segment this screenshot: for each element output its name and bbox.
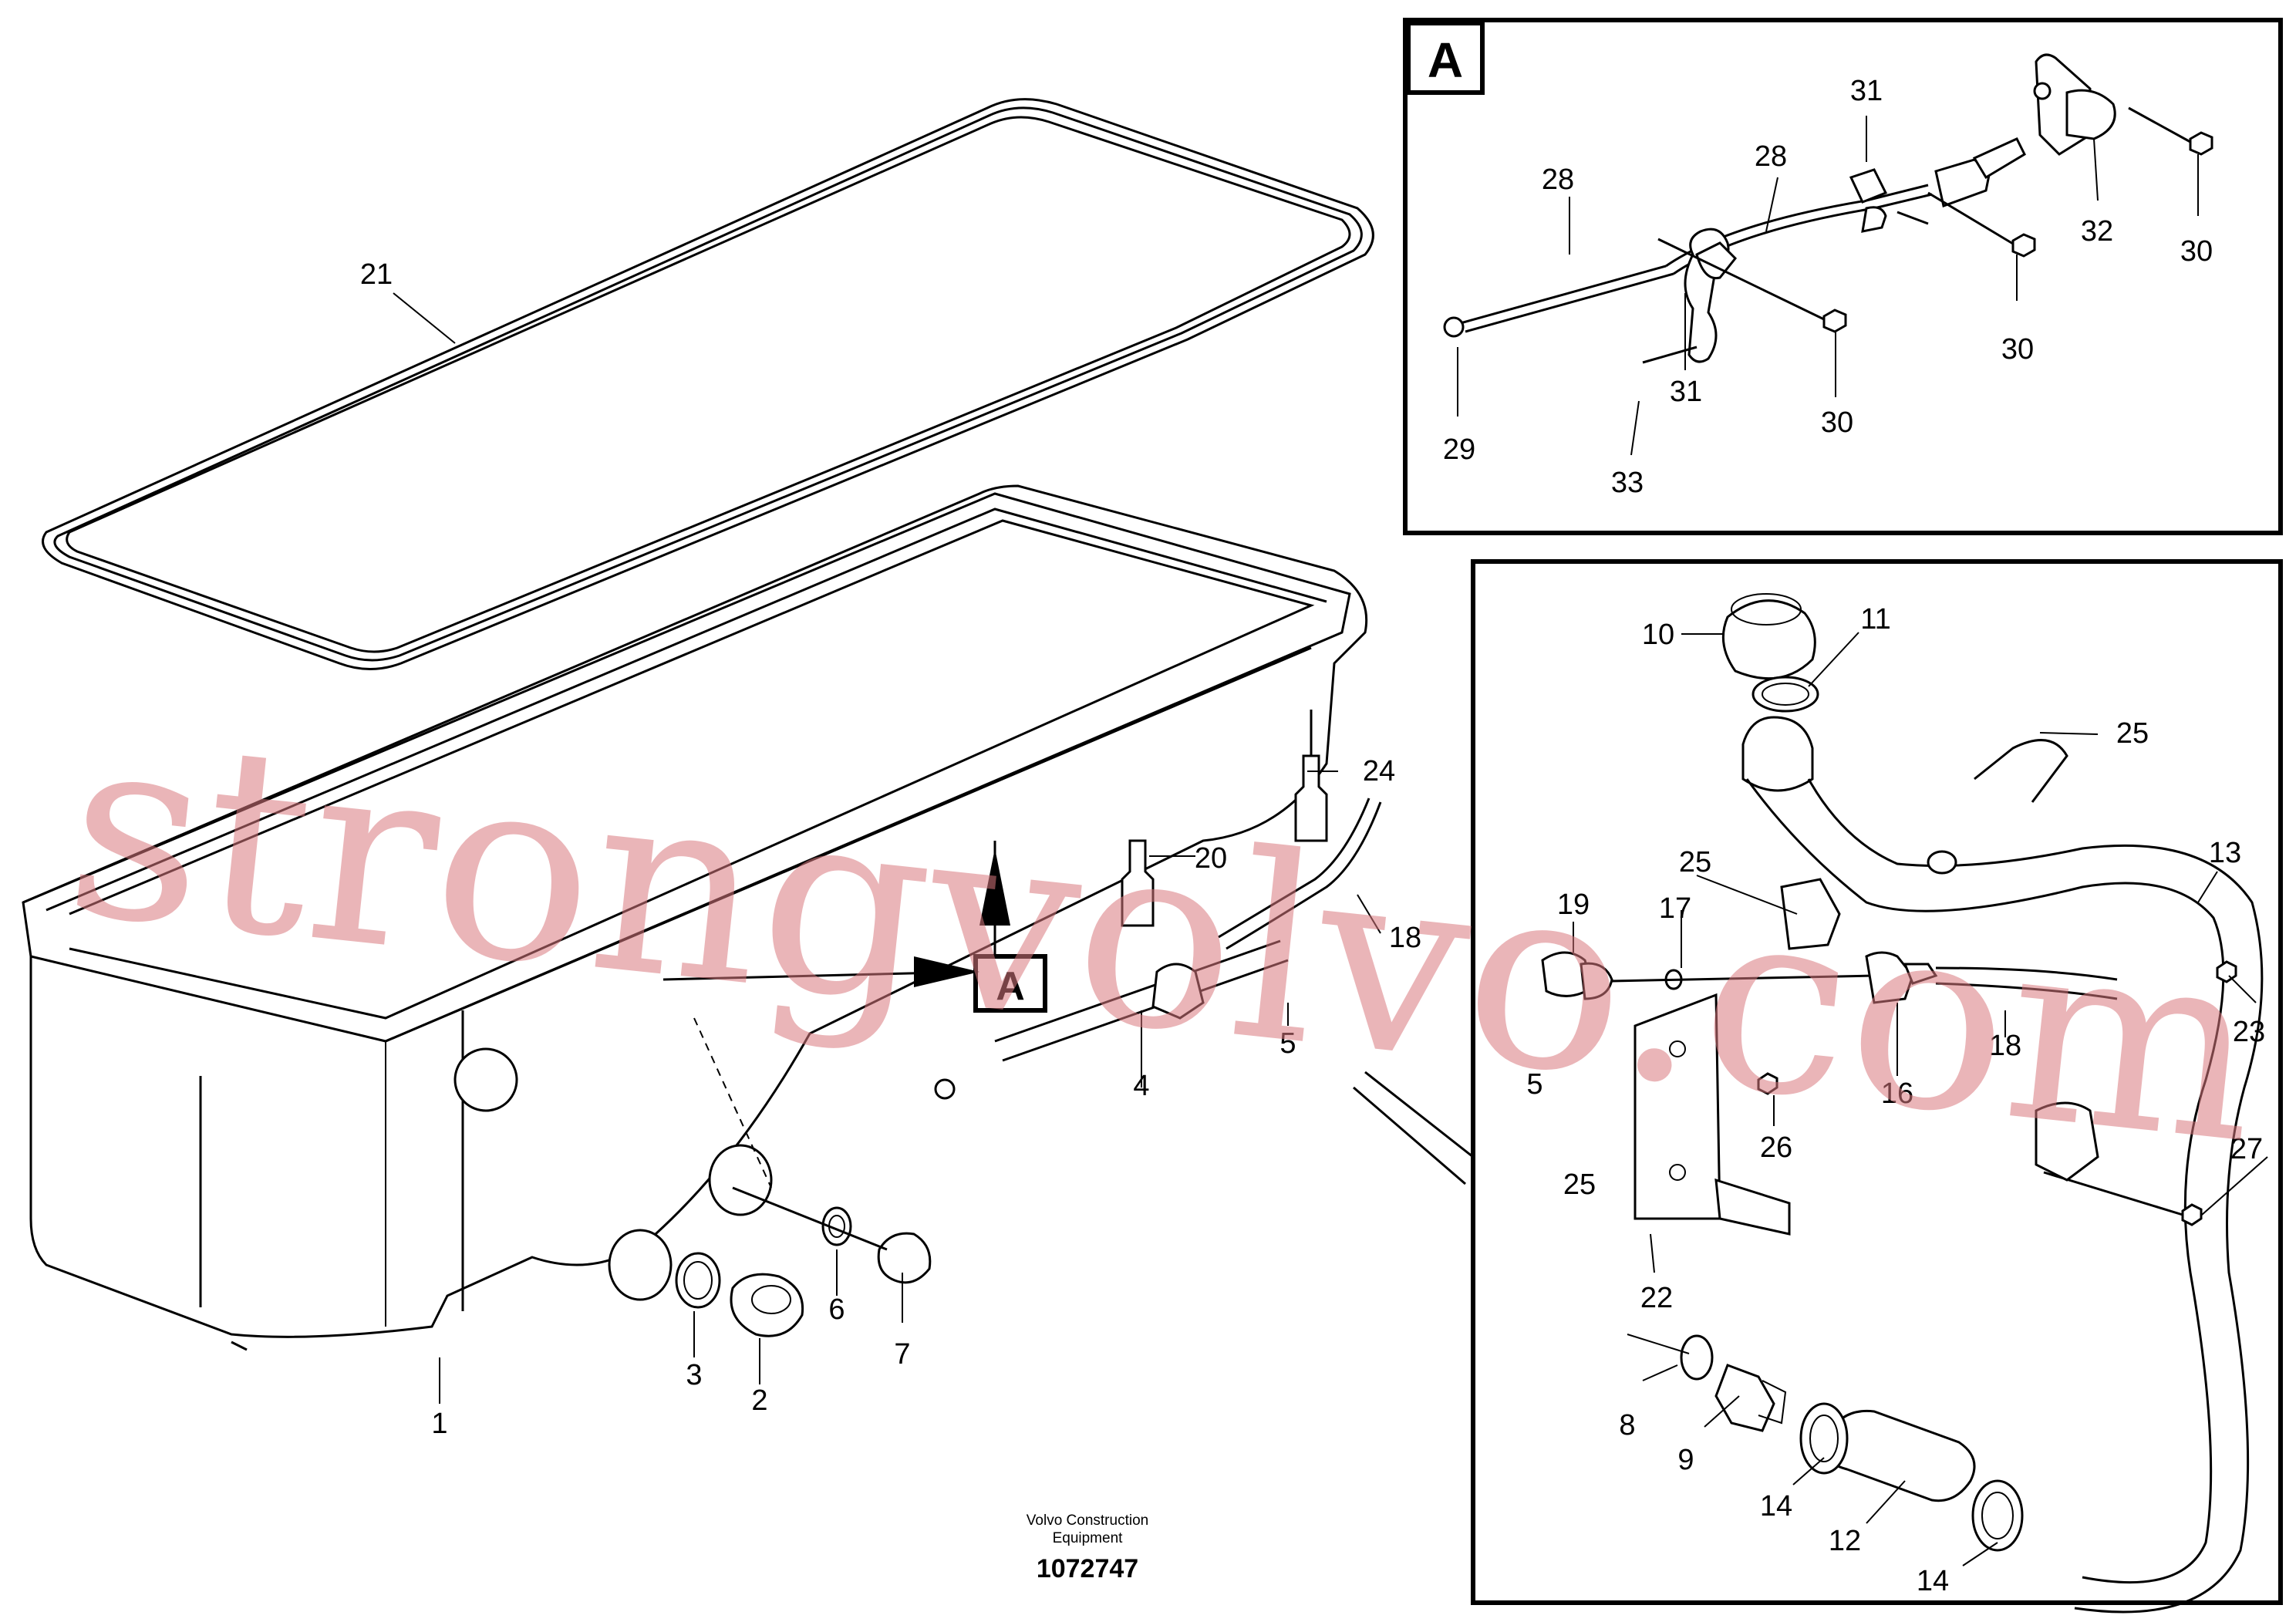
o-ring-11 <box>1752 676 1819 713</box>
dipstick-handle-19 <box>1541 951 1613 1000</box>
drawing-footer: Volvo Construction Equipment 1072747 <box>1027 1512 1148 1583</box>
callout-25-a: 25 <box>2116 717 2149 750</box>
callout-28-b: 28 <box>1755 140 1787 173</box>
dipstick-tube-detail-a <box>1443 53 2116 364</box>
detail-a-pointer-label: A <box>996 964 1025 1009</box>
callout-7: 7 <box>894 1338 910 1371</box>
detail-lower-leaders <box>1573 632 2268 1566</box>
callout-12: 12 <box>1829 1525 1861 1557</box>
callout-6: 6 <box>828 1293 845 1326</box>
callout-10: 10 <box>1642 619 1674 651</box>
detail-a-panel: A <box>1403 18 2283 535</box>
hose-clamp-14-a <box>1799 1402 1849 1475</box>
detail-a-pointer: A <box>663 841 1047 1013</box>
oil-pan-gasket-21 <box>42 98 1374 670</box>
bolt-30-b <box>1927 191 2036 258</box>
seal-ring-6 <box>821 1206 852 1246</box>
callout-18-b: 18 <box>1989 1030 2021 1062</box>
detail-callout-arrow-2 <box>1353 1086 1466 1185</box>
dipstick-guide-16 <box>1865 951 1938 1004</box>
callout-14-a: 14 <box>1760 1490 1792 1523</box>
callout-22: 22 <box>1640 1282 1673 1314</box>
callout-32: 32 <box>2081 215 2113 248</box>
callout-20: 20 <box>1195 842 1227 875</box>
callout-23: 23 <box>2233 1016 2265 1048</box>
detail-callout-arrow <box>1364 1071 1475 1180</box>
callout-27: 27 <box>2230 1133 2263 1165</box>
footer-brand-line2: Equipment <box>1053 1530 1124 1546</box>
oil-level-sensor-24 <box>1294 710 1328 842</box>
clamp-25-upper <box>1780 878 1841 950</box>
callout-4: 4 <box>1133 1070 1149 1102</box>
callout-30-a: 30 <box>2180 235 2213 268</box>
seal-ring-3 <box>675 1252 721 1309</box>
callout-17: 17 <box>1659 892 1691 925</box>
callout-33: 33 <box>1611 467 1644 499</box>
bracket-clip-right <box>2035 1101 2099 1182</box>
callout-21: 21 <box>360 258 393 291</box>
callout-5: 5 <box>1279 1027 1296 1060</box>
dipstick-pipe-18 <box>1935 966 2118 1000</box>
clip-31-upper <box>1849 168 1888 233</box>
callout-24: 24 <box>1363 755 1395 787</box>
callout-31-a: 31 <box>1850 75 1883 107</box>
filler-tube-13 <box>1741 716 2264 1614</box>
adapter-9 <box>1714 1364 1787 1432</box>
bolt-30-c <box>1657 238 1847 333</box>
bracket-22 <box>1633 993 1791 1236</box>
footer-brand-line1: Volvo Construction <box>1027 1512 1148 1529</box>
detail-a-label: A <box>1428 32 1463 88</box>
u-bolt-25 <box>1974 739 2068 803</box>
clip-31-lower <box>1695 241 1738 280</box>
callout-19: 19 <box>1557 889 1590 921</box>
callout-16: 16 <box>1881 1077 1913 1110</box>
drawing-number: 1072747 <box>1037 1554 1138 1583</box>
oil-filler-cap-10 <box>1721 593 1816 680</box>
main-view-leaders <box>393 292 1381 1404</box>
detail-a-leaders <box>1457 116 2199 456</box>
oil-temp-sensor-20 <box>1121 839 1155 927</box>
callout-15: 5 <box>1526 1068 1542 1101</box>
callout-18-a: 18 <box>1389 922 1421 954</box>
dipstick-tube-main <box>934 798 1382 1100</box>
oil-pan-1 <box>22 484 1368 1351</box>
callout-8: 8 <box>1619 1409 1635 1442</box>
callout-1: 1 <box>431 1408 447 1440</box>
detail-oil-filler-panel: 10 11 25 13 25 19 17 23 18 16 5 26 25 27… <box>1471 559 2283 1614</box>
drain-plug-2 <box>730 1273 804 1337</box>
callout-26: 26 <box>1760 1131 1792 1164</box>
bolt-23 <box>2216 960 2237 983</box>
callout-9: 9 <box>1677 1444 1694 1476</box>
callout-30-b: 30 <box>2001 333 2034 366</box>
callout-25-c: 25 <box>1563 1168 1596 1201</box>
callout-31-b: 31 <box>1670 376 1702 408</box>
callout-13: 13 <box>2209 837 2241 869</box>
plug-7 <box>732 1186 932 1284</box>
callout-25-b: 25 <box>1679 846 1711 878</box>
callout-3: 3 <box>686 1359 702 1391</box>
hose-clamp-14-b <box>1971 1479 2024 1552</box>
bolt-30-a <box>2128 106 2213 156</box>
callout-29: 29 <box>1443 433 1475 466</box>
seal-ring-8 <box>1627 1334 1714 1381</box>
callout-11: 11 <box>1860 603 1890 636</box>
callout-2: 2 <box>751 1384 767 1417</box>
callout-28-a: 28 <box>1542 164 1574 196</box>
bolt-26 <box>1757 1072 1778 1095</box>
callout-14-b: 14 <box>1917 1565 1949 1597</box>
callout-30-c: 30 <box>1821 406 1853 439</box>
